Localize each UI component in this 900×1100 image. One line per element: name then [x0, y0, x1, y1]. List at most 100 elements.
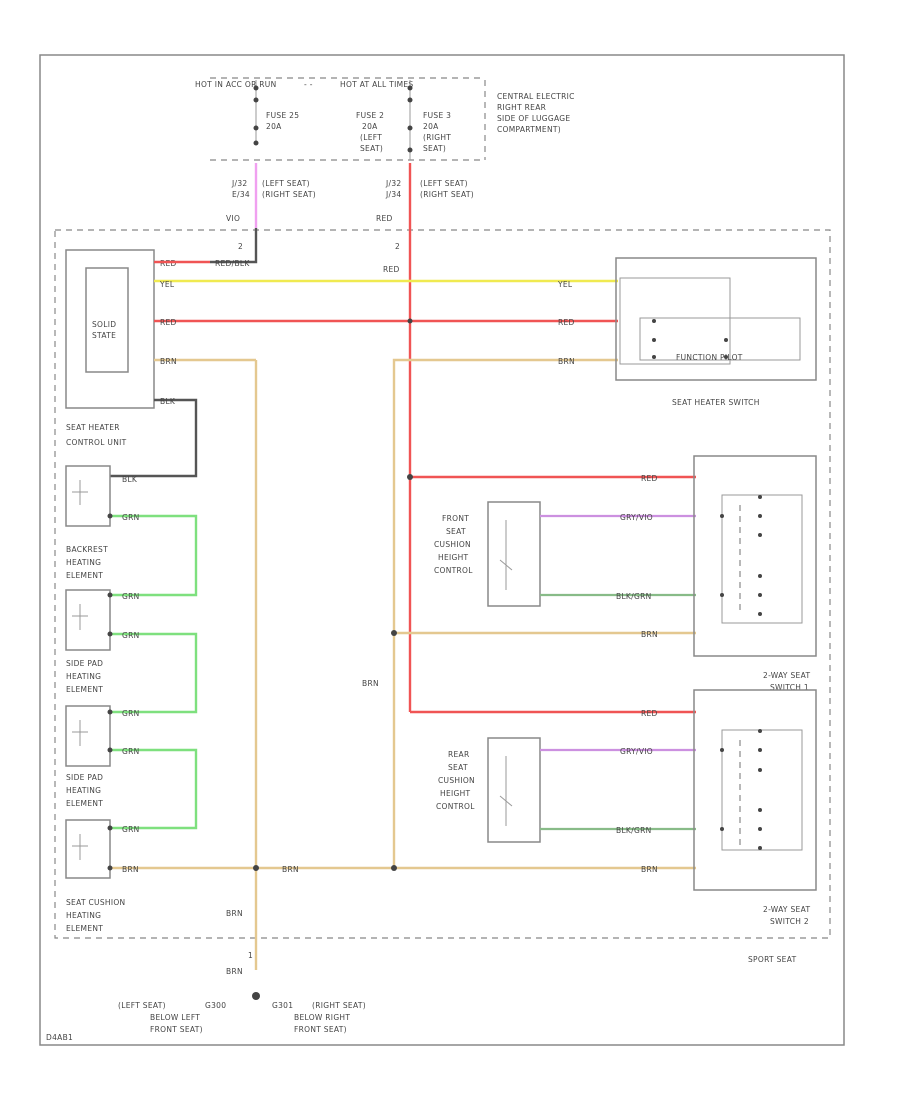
wire-label-blk-bottom: BLK [122, 475, 138, 484]
diagram-frame [39, 54, 845, 1046]
svg-text:HEIGHT: HEIGHT [440, 789, 471, 798]
side-pad-1-resistor [72, 604, 88, 630]
seat-heater-control-unit [65, 249, 155, 409]
svg-text:CENTRAL ELECTRIC: CENTRAL ELECTRIC [497, 92, 575, 101]
svg-text:G301: G301 [272, 1001, 293, 1010]
side-pad-heating-element-2 [65, 705, 111, 767]
wire-label-blk-top: BLK [160, 397, 176, 406]
wire-label-red-feed: RED [376, 214, 393, 223]
wire-brown-switch [392, 358, 618, 633]
switch-inner-b [639, 317, 801, 361]
connector-left-label: J/32 E/34 (LEFT SEAT) (RIGHT SEAT) [231, 179, 316, 199]
wire-label-brn-bus: BRN [122, 865, 139, 874]
switch-1-inner [721, 494, 803, 624]
2-way-seat-switch-2 [693, 689, 817, 891]
wire-label-yel-left: YEL [159, 280, 175, 289]
svg-text:SIDE PAD: SIDE PAD [66, 659, 103, 668]
svg-text:CONTROL: CONTROL [436, 802, 475, 811]
wire-label-yel-right: YEL [557, 280, 573, 289]
central-electric-label: CENTRAL ELECTRIC RIGHT REAR SIDE OF LUGG… [497, 92, 575, 134]
svg-text:FRONT SEAT): FRONT SEAT) [150, 1025, 203, 1034]
svg-text:SWITCH 2: SWITCH 2 [770, 917, 809, 926]
svg-text:HEIGHT: HEIGHT [438, 553, 469, 562]
svg-text:SEAT HEATER: SEAT HEATER [66, 423, 120, 432]
hot-at-all-times-label: HOT AT ALL TIMES [340, 80, 413, 89]
svg-text:CONTROL UNIT: CONTROL UNIT [66, 438, 127, 447]
ground-point [252, 992, 260, 1000]
svg-text:HEATING: HEATING [66, 558, 101, 567]
wire-label-red-left: RED [160, 318, 177, 327]
switch-internal-label: FUNCTION PILOT [676, 353, 743, 362]
wire-label-grn-4: GRN [122, 709, 140, 718]
wire-label-blk-grn-rear: BLK/GRN [616, 826, 652, 835]
switch-inner-a [619, 277, 731, 365]
hot-separator: - - [304, 80, 313, 89]
wire-black [110, 398, 198, 478]
front-height-control-motor [487, 501, 541, 607]
wire-label-grn-5: GRN [122, 747, 140, 756]
svg-text:G300: G300 [205, 1001, 226, 1010]
svg-text:STATE: STATE [92, 331, 116, 340]
svg-text:FUSE 2: FUSE 2 [356, 111, 384, 120]
wire-label-brn-right: BRN [558, 357, 575, 366]
wire-label-brn-left: BRN [160, 357, 177, 366]
front-height-label: FRONT SEAT CUSHION HEIGHT CONTROL [434, 514, 473, 575]
svg-text:SEAT CUSHION: SEAT CUSHION [66, 898, 125, 907]
rear-height-label: REAR SEAT CUSHION HEIGHT CONTROL [436, 750, 475, 811]
svg-text:ELEMENT: ELEMENT [66, 924, 103, 933]
cushion-label: SEAT CUSHION HEATING ELEMENT [66, 898, 125, 933]
svg-text:SEAT): SEAT) [360, 144, 383, 153]
svg-text:2-WAY SEAT: 2-WAY SEAT [763, 671, 810, 680]
svg-text:(LEFT: (LEFT [360, 133, 382, 142]
svg-text:E/34: E/34 [232, 190, 250, 199]
backrest-heating-element [65, 465, 111, 527]
cushion-resistor [72, 834, 88, 860]
wire-label-grn-6: GRN [122, 825, 140, 834]
svg-text:(LEFT SEAT): (LEFT SEAT) [262, 179, 310, 188]
wire-label-gry-vio-front: GRY/VIO [620, 513, 653, 522]
svg-text:(LEFT SEAT): (LEFT SEAT) [118, 1001, 166, 1010]
control-unit-label: SEAT HEATER CONTROL UNIT [66, 423, 127, 447]
svg-text:REAR: REAR [448, 750, 470, 759]
side-pad-heating-element-1 [65, 589, 111, 651]
svg-text:(RIGHT SEAT): (RIGHT SEAT) [420, 190, 474, 199]
ground-left-label: (LEFT SEAT) G300 BELOW LEFT FRONT SEAT) [118, 1001, 226, 1034]
switch-2-label: 2-WAY SEAT SWITCH 2 [763, 905, 810, 926]
svg-text:SEAT: SEAT [446, 527, 466, 536]
solid-state-label: SOLID STATE [92, 320, 116, 340]
wire-label-brn-ground-2: BRN [226, 967, 243, 976]
side-pad-1-label: SIDE PAD HEATING ELEMENT [66, 659, 103, 694]
svg-text:RIGHT REAR: RIGHT REAR [497, 103, 546, 112]
wire-label-brn-switch-1: BRN [641, 630, 658, 639]
switch-1-label: 2-WAY SEAT SWITCH 1 [763, 671, 810, 692]
wire-label-red-top: RED [160, 259, 177, 268]
svg-text:SEAT): SEAT) [423, 144, 446, 153]
wire-label-gry-vio-rear: GRY/VIO [620, 747, 653, 756]
seat-cushion-heating-element [65, 819, 111, 879]
diagram-code: D4AB1 [46, 1033, 73, 1042]
svg-text:20A: 20A [423, 122, 439, 131]
pin-1-label: 1 [248, 951, 253, 960]
side-pad-2-resistor [72, 720, 88, 746]
fuse-25-label: FUSE 25 20A [266, 111, 299, 131]
sport-seat-boundary [54, 229, 831, 939]
wire-label-brn-vertical: BRN [362, 679, 379, 688]
connector-right-label: J/32 J/34 (LEFT SEAT) (RIGHT SEAT) [385, 179, 474, 199]
ground-right-label: G301 (RIGHT SEAT) BELOW RIGHT FRONT SEAT… [272, 1001, 366, 1034]
svg-text:BACKREST: BACKREST [66, 545, 108, 554]
svg-text:FRONT SEAT): FRONT SEAT) [294, 1025, 347, 1034]
svg-text:(RIGHT SEAT): (RIGHT SEAT) [312, 1001, 366, 1010]
side-pad-2-label: SIDE PAD HEATING ELEMENT [66, 773, 103, 808]
front-motor-symbol [499, 520, 513, 590]
svg-text:HEATING: HEATING [66, 672, 101, 681]
wire-label-brn-ground: BRN [226, 909, 243, 918]
backrest-label: BACKREST HEATING ELEMENT [66, 545, 108, 580]
pin-2-left: 2 [238, 242, 243, 251]
switch-2-inner [721, 729, 803, 851]
wire-green-1 [110, 514, 198, 597]
svg-text:FUSE 3: FUSE 3 [423, 111, 451, 120]
svg-text:(RIGHT: (RIGHT [423, 133, 451, 142]
fuse-2-label: FUSE 2 20A (LEFT SEAT) [356, 111, 384, 153]
svg-text:HEATING: HEATING [66, 786, 101, 795]
